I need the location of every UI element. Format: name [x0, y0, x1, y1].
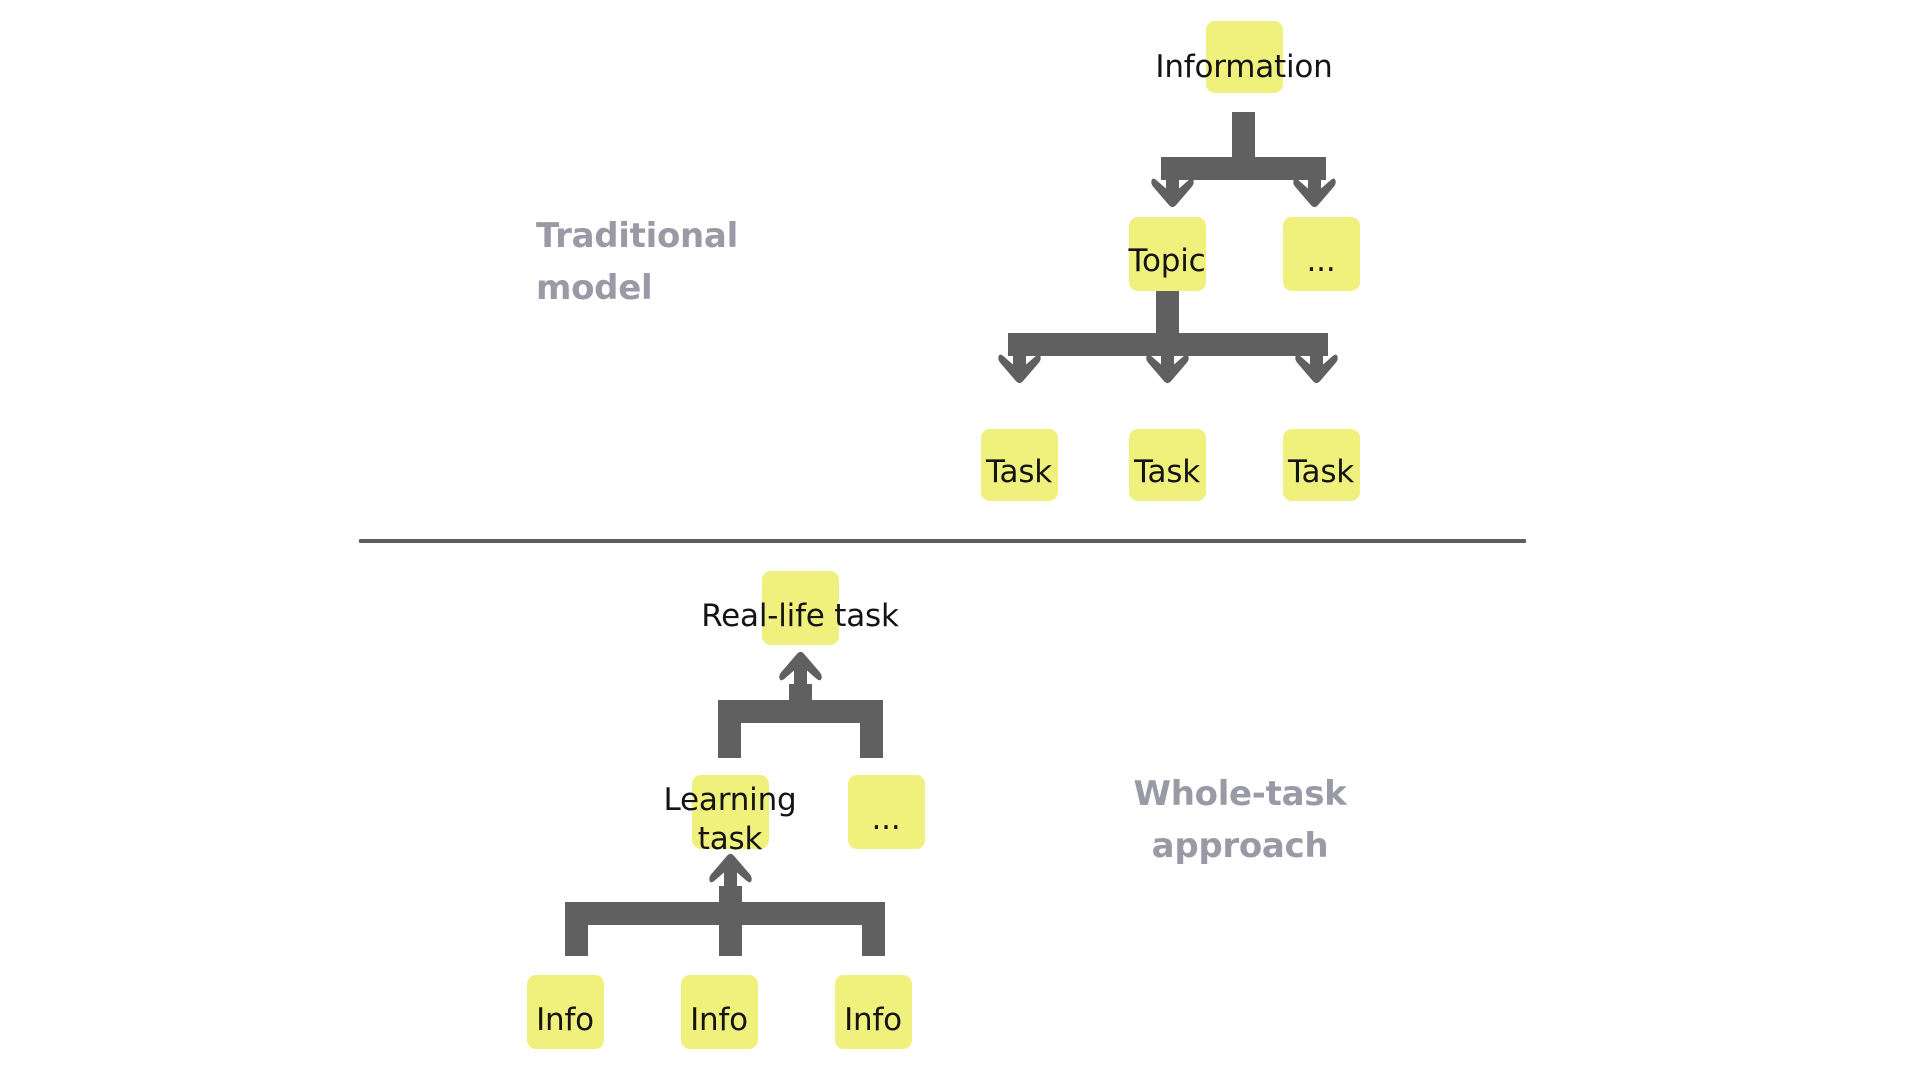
- whole-task-approach-caption: Whole-task approach: [1133, 774, 1347, 866]
- node-topic-more: [1283, 217, 1360, 291]
- connector-stub-learning-task: [718, 700, 741, 758]
- connector-stub-info-1: [565, 902, 588, 956]
- connector-trunk-information: [1232, 112, 1255, 157]
- node-task-3: [1283, 429, 1360, 501]
- connector-stub-learning-more: [860, 700, 883, 758]
- node-topic: [1129, 217, 1206, 291]
- connector-trunk-learning-task: [719, 886, 742, 902]
- arrow-down-task-1: [998, 348, 1041, 384]
- node-information: [1206, 21, 1283, 93]
- node-learning-more: [848, 775, 925, 849]
- traditional-model-caption: Traditional model: [536, 216, 738, 308]
- node-task-2: [1129, 429, 1206, 501]
- connector-trunk-real-life-task: [789, 684, 812, 700]
- node-info-1: [527, 975, 604, 1049]
- arrow-down-topic-more: [1293, 172, 1336, 208]
- node-info-2: [681, 975, 758, 1049]
- connector-crossbar-information: [1161, 157, 1326, 180]
- arrow-down-task-3: [1295, 348, 1338, 384]
- node-real-life-task: [762, 571, 839, 645]
- arrow-up-learning-task: [709, 853, 752, 889]
- node-learning-task: [692, 775, 769, 849]
- connector-crossbar-learning: [718, 700, 883, 723]
- node-task-1: [981, 429, 1058, 501]
- arrow-down-topic: [1151, 172, 1194, 208]
- connector-stub-info-2: [719, 902, 742, 956]
- section-divider: [359, 539, 1526, 543]
- arrow-down-task-2: [1146, 348, 1189, 384]
- arrow-up-real-life-task: [779, 651, 822, 687]
- connector-trunk-topic: [1156, 291, 1179, 333]
- node-info-3: [835, 975, 912, 1049]
- connector-stub-info-3: [862, 902, 885, 956]
